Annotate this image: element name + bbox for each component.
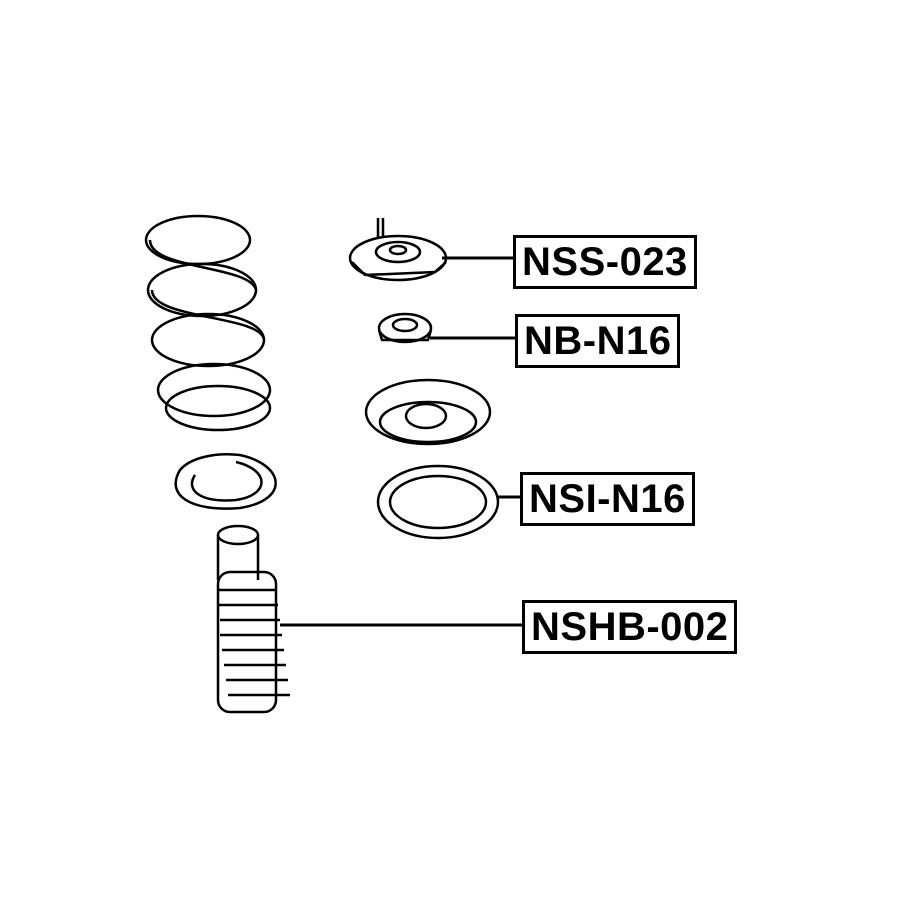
top-mount-drawing [348, 218, 448, 282]
shock-boot-drawing [216, 524, 290, 714]
part-label-nss-023: NSS-023 [513, 235, 697, 289]
bearing-drawing [377, 312, 433, 344]
part-label-nshb-002: NSHB-002 [522, 600, 738, 654]
coil-spring [144, 214, 272, 432]
part-label-nsi-n16: NSI-N16 [520, 472, 695, 526]
upper-spring-seat-drawing [364, 378, 492, 446]
part-label-nb-n16: NB-N16 [515, 314, 681, 368]
leader-lines [280, 256, 523, 627]
spring-insulator-drawing [376, 464, 500, 540]
lower-spring-ring [174, 453, 277, 510]
